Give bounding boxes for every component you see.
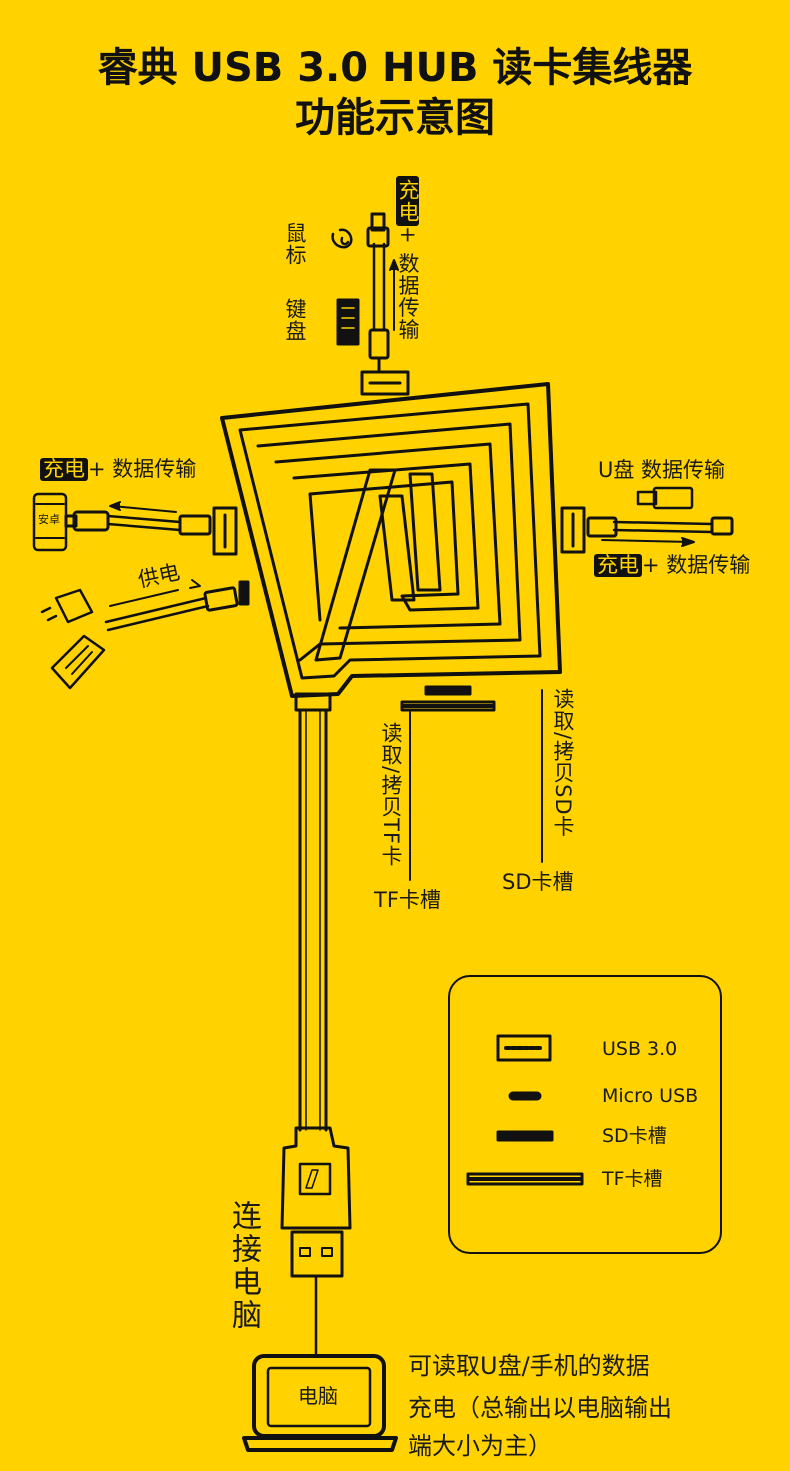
left-micro-port [238, 580, 250, 606]
power-cable [104, 596, 210, 632]
legend-sd-icon [496, 1130, 554, 1142]
hub-body [220, 382, 562, 698]
left-charge-label: 充电+ 数据传输 [40, 458, 196, 481]
right-charge-label: 充电+ 数据传输 [594, 554, 750, 577]
laptop-base [242, 1436, 398, 1452]
legend-tf-label: TF卡槽 [602, 1168, 663, 1190]
connect-pc-label: 连接电脑 [226, 1200, 261, 1332]
note-line2: 充电（总输出以电脑输出 [408, 1394, 672, 1422]
note-line1: 可读取U盘/手机的数据 [408, 1352, 650, 1380]
legend-micro-usb-label: Micro USB [602, 1085, 699, 1107]
computer-label: 电脑 [298, 1384, 338, 1408]
legend-usb3-icon [496, 1034, 552, 1062]
legend-micro-usb-icon [508, 1091, 542, 1101]
keyboard-icon [336, 298, 360, 346]
mouse-icon [331, 228, 353, 249]
legend-usb3-label: USB 3.0 [602, 1038, 678, 1060]
note-line3: 端大小为主） [408, 1432, 552, 1460]
phone-icon [32, 492, 68, 552]
tf-slot-label: TF卡槽 [374, 888, 441, 912]
top-charge-label: 充电+ 数据传输 [396, 176, 420, 340]
top-cable [372, 242, 386, 332]
phone-label: 安卓 [38, 513, 60, 526]
legend-box [448, 975, 722, 1254]
hub-logo [314, 468, 397, 662]
left-cable [106, 514, 182, 532]
tf-read-label: 读取/拷贝TF卡 [379, 722, 403, 867]
power-bank-icon [50, 634, 106, 690]
hub-cable [298, 708, 328, 1132]
sd-slot-label: SD卡槽 [502, 870, 574, 894]
mouse-label: 鼠标 [283, 222, 307, 266]
sd-read-label: 读取/拷贝SD卡 [551, 688, 575, 838]
page-title: 睿典 USB 3.0 HUB 读卡集线器 [97, 45, 693, 91]
usb-plug [280, 1126, 352, 1230]
legend-sd-label: SD卡槽 [602, 1125, 667, 1147]
page-subtitle: 功能示意图 [295, 95, 495, 141]
right-cable [612, 520, 714, 534]
power-adapter-icon [54, 588, 94, 624]
keyboard-label: 键盘 [283, 298, 307, 342]
udisk-label: U盘 数据传输 [598, 458, 726, 482]
sd-slot [424, 685, 472, 696]
usb-drive-icon [652, 486, 694, 510]
